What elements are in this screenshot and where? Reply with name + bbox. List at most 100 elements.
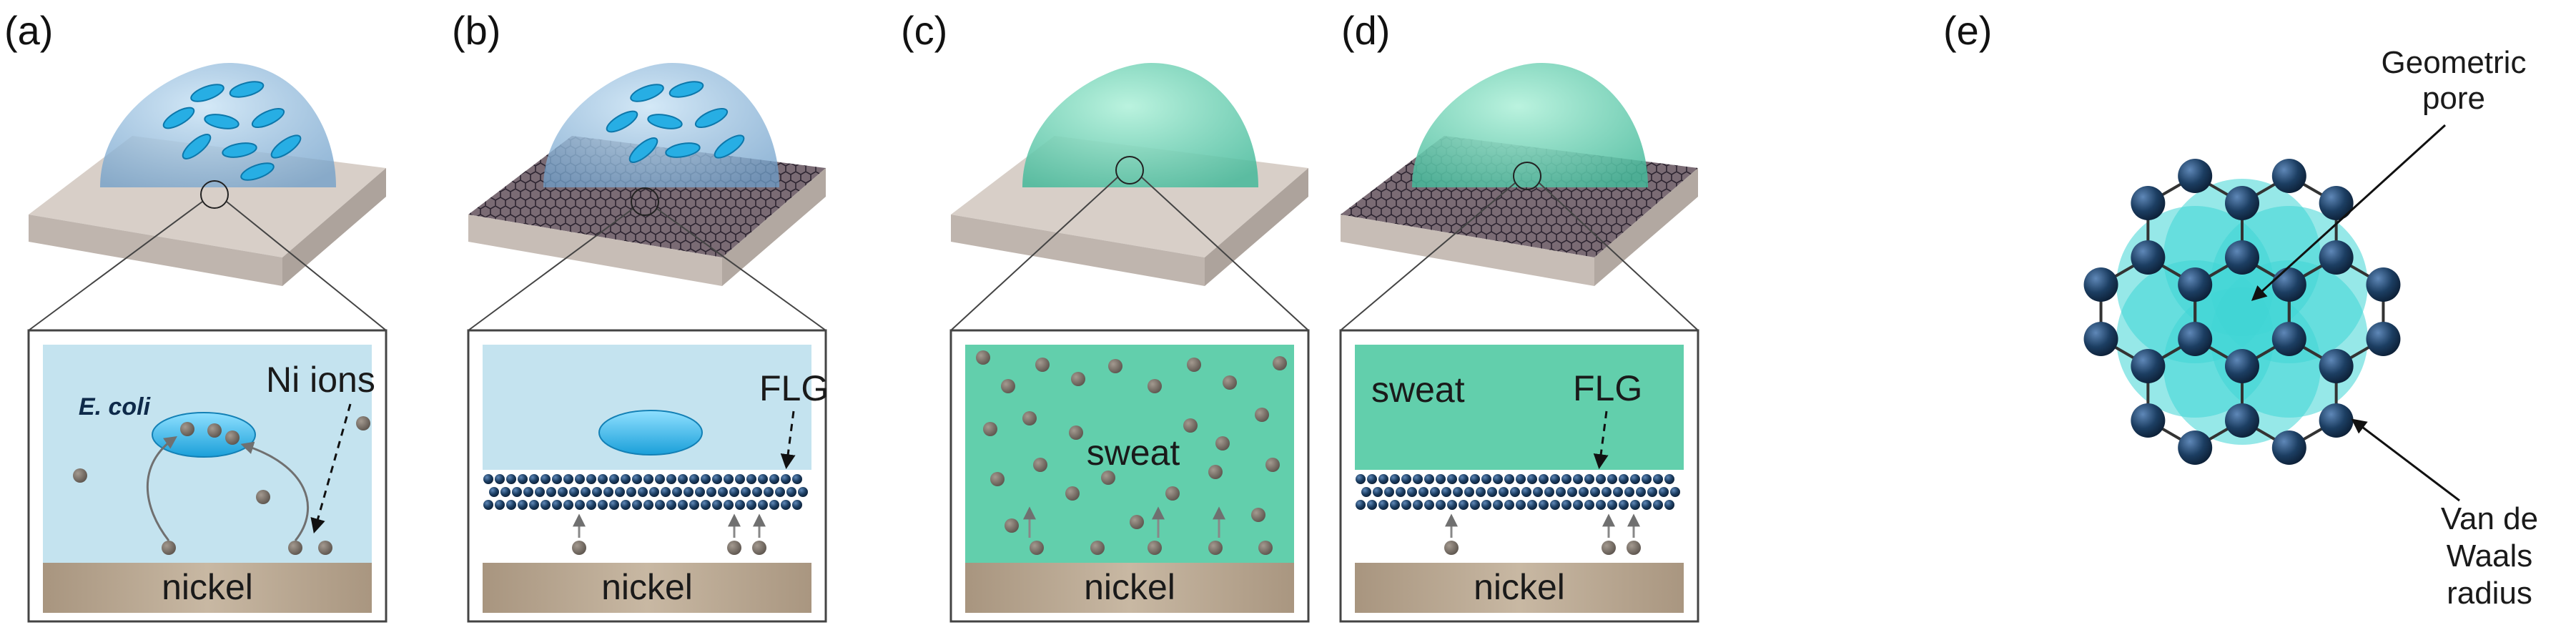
liquid-c [965, 345, 1294, 563]
carbon-atom [746, 474, 756, 484]
carbon-atom [1619, 500, 1629, 510]
carbon-atom [1630, 474, 1640, 484]
carbon-atom [1487, 487, 1497, 497]
ecoli-cell [152, 412, 256, 458]
panel-b-label: (b) [452, 8, 500, 53]
carbon-atom [1613, 487, 1623, 497]
carbon-atom [609, 474, 619, 484]
carbon-atom [1516, 474, 1526, 484]
geometric-pore-label-2: pore [2422, 81, 2485, 116]
carbon-atom [558, 487, 568, 497]
carbon-atom [2131, 240, 2166, 275]
carbon-atom [643, 474, 653, 484]
carbon-atom [1413, 474, 1423, 484]
carbon-atom [575, 500, 585, 510]
carbon-atom [1573, 500, 1583, 510]
carbon-atom [495, 474, 505, 484]
carbon-atom [1504, 500, 1514, 510]
carbon-atom [2366, 322, 2401, 356]
ni-ions-label: Ni ions [266, 360, 375, 400]
carbon-atom [1384, 487, 1394, 497]
liquid-d [1355, 345, 1684, 470]
carbon-atom [506, 474, 516, 484]
carbon-atom [1504, 474, 1514, 484]
carbon-atom [792, 500, 802, 510]
carbon-atom [1624, 487, 1634, 497]
carbon-atom [666, 500, 676, 510]
panel-a-label: (a) [4, 8, 53, 53]
carbon-atom [2366, 267, 2401, 302]
carbon-atom [781, 500, 791, 510]
carbon-atom [541, 500, 551, 510]
carbon-atom [1573, 474, 1583, 484]
carbon-atom [621, 500, 631, 510]
carbon-atom [752, 487, 762, 497]
carbon-atom [1424, 474, 1434, 484]
carbon-atom [1441, 487, 1451, 497]
carbon-atom [2319, 403, 2354, 438]
panel-c-label: (c) [901, 8, 947, 53]
carbon-atom [632, 500, 642, 510]
panel-d: (d) nickel sweat FLG [1339, 8, 1699, 623]
carbon-atom [586, 474, 596, 484]
vdw-label-3: radius [2447, 576, 2532, 611]
carbon-atom [1453, 487, 1463, 497]
carbon-atom [735, 474, 745, 484]
carbon-atom [1533, 487, 1543, 497]
carbon-atom [518, 500, 528, 510]
carbon-atom [1527, 474, 1537, 484]
nickel-d [1355, 563, 1684, 613]
carbon-atom [1539, 474, 1549, 484]
carbon-atom [541, 474, 551, 484]
ecoli-label: E. coli [79, 393, 152, 420]
carbon-atom [1584, 500, 1594, 510]
carbon-atom [741, 487, 751, 497]
carbon-atom [2225, 240, 2259, 275]
carbon-atom [1510, 487, 1520, 497]
carbon-atom [621, 474, 631, 484]
carbon-atom [1659, 487, 1669, 497]
carbon-atom [643, 500, 653, 510]
carbon-atom [638, 487, 648, 497]
panel-a: (a) nickel E. coli Ni ions [4, 8, 388, 623]
carbon-atom [1579, 487, 1589, 497]
carbon-atom [552, 500, 562, 510]
graphene-layer-b [483, 474, 808, 510]
carbon-atom [1378, 474, 1388, 484]
sweat-label-c: sweat [1087, 433, 1180, 473]
bacterium-b [598, 410, 703, 456]
carbon-atom [1390, 474, 1400, 484]
carbon-atom [678, 474, 688, 484]
carbon-atom [615, 487, 625, 497]
carbon-atom [1670, 487, 1680, 497]
nickel-label-a: nickel [162, 567, 253, 607]
carbon-atom [2225, 403, 2259, 438]
carbon-atom [1642, 500, 1652, 510]
ions-b [572, 541, 766, 555]
carbon-atom [1373, 487, 1383, 497]
carbon-atom [2271, 322, 2306, 356]
carbon-atom [1516, 500, 1526, 510]
carbon-atom [661, 487, 671, 497]
carbon-atom [483, 474, 493, 484]
carbon-atom [1424, 500, 1434, 510]
carbon-atom [500, 487, 510, 497]
carbon-atom [586, 500, 596, 510]
carbon-atom [2319, 349, 2354, 383]
carbon-atom [655, 500, 665, 510]
carbon-atom [1619, 474, 1629, 484]
panel-e: (e) Geometric pore Van de Waals radius [1943, 8, 2538, 611]
zoom-circle-a [200, 180, 229, 209]
droplet-d [1412, 63, 1648, 187]
carbon-atom [718, 487, 728, 497]
carbon-atom [1647, 487, 1657, 497]
carbon-atom [518, 474, 528, 484]
carbon-atom [1596, 474, 1606, 484]
carbon-atom [781, 474, 791, 484]
carbon-atom [1521, 487, 1531, 497]
carbon-atom [1436, 474, 1446, 484]
carbon-atom [798, 487, 808, 497]
carbon-atom [1459, 474, 1469, 484]
vdw-label-2: Waals [2447, 538, 2533, 574]
carbon-atom [1561, 500, 1571, 510]
